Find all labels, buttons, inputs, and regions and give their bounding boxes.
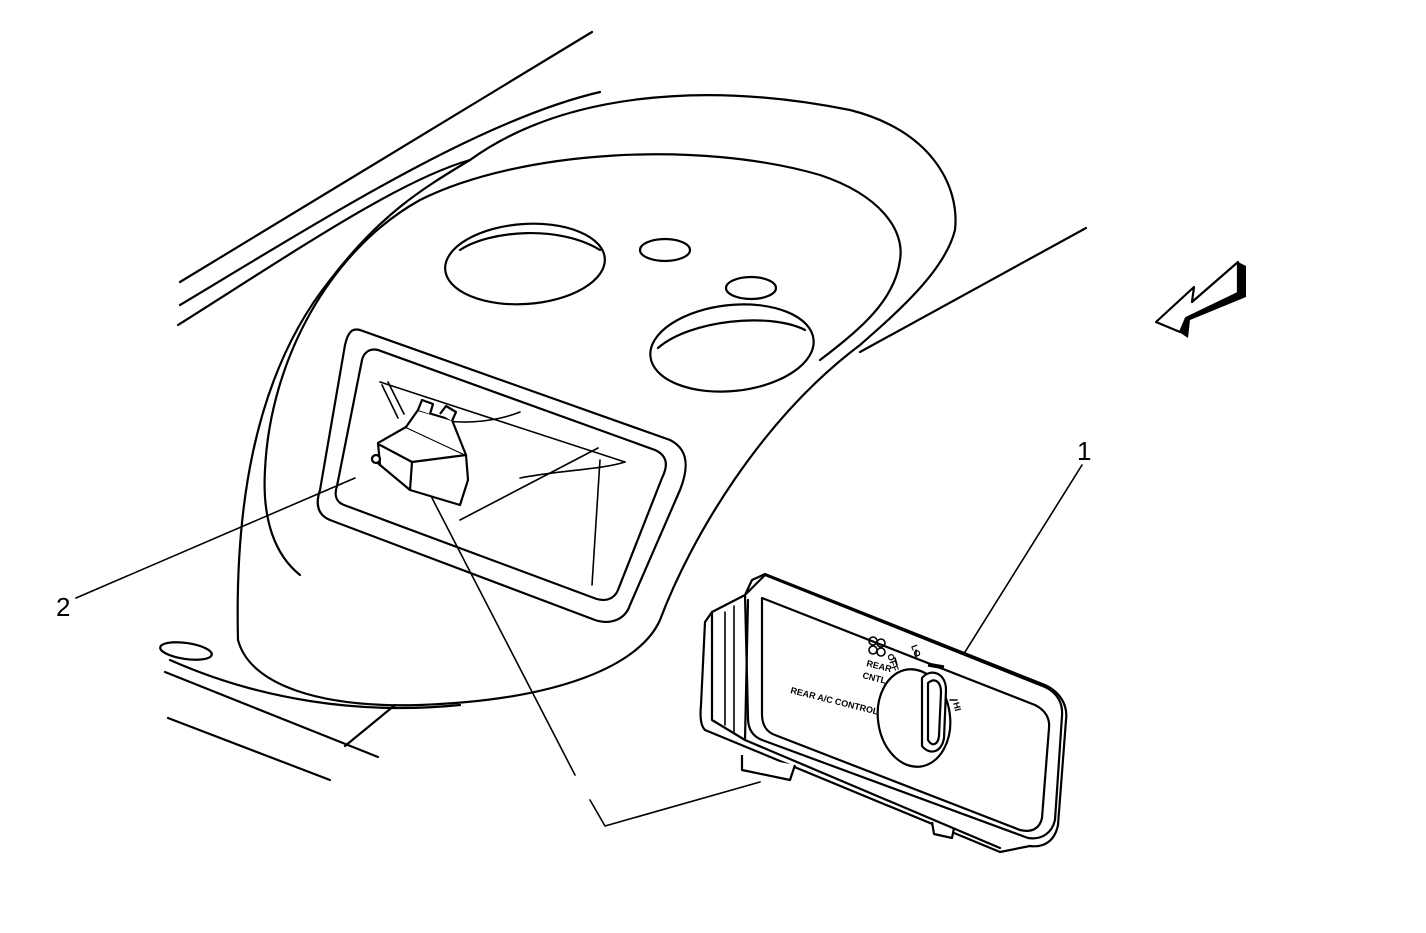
- direction-arrow-icon: [1154, 260, 1246, 338]
- control-opening: [316, 328, 687, 623]
- fan-icon: [868, 636, 886, 657]
- callout-1: 1: [1077, 436, 1091, 466]
- hi-label: HI: [951, 701, 963, 712]
- lo-label: LO: [909, 643, 923, 658]
- overhead-console: [159, 94, 957, 710]
- callout-2: 2: [56, 592, 70, 622]
- rear-ac-control-module: REAR A/C CONTROL REAR CNTL OFF LO HI: [699, 572, 1068, 854]
- electrical-connector: [370, 381, 470, 507]
- headliner-lines: [163, 30, 1088, 782]
- leader-lines: [75, 464, 1083, 827]
